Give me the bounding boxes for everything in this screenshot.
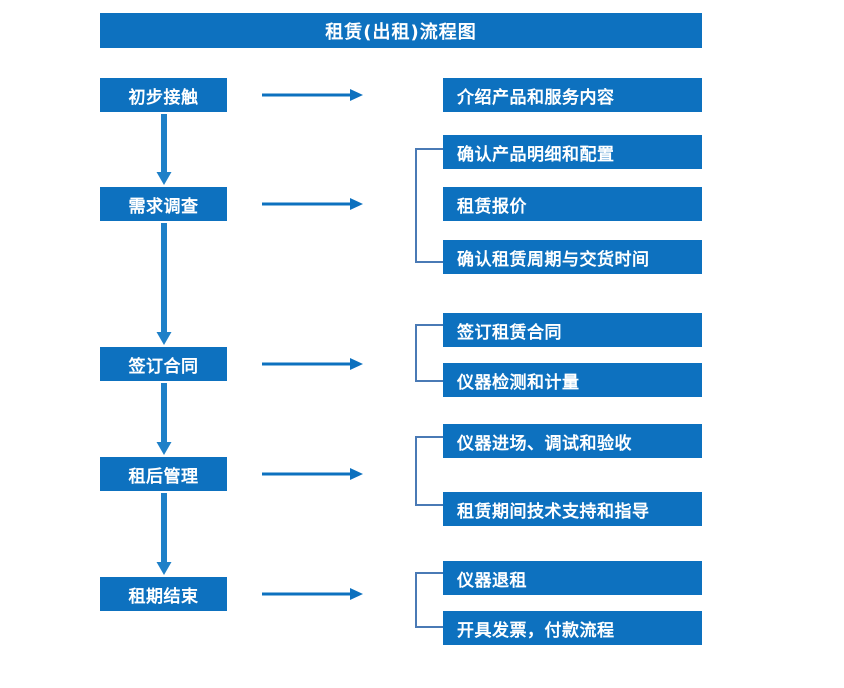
stage-box-post-rental-management[interactable]: 租后管理	[100, 457, 227, 491]
arrow-down-contract-to-management	[155, 383, 173, 455]
bracket-sign-contract-group	[414, 324, 444, 382]
stage-box-needs-survey[interactable]: 需求调查	[100, 187, 227, 221]
bracket-post-rental-group	[414, 436, 444, 506]
detail-box-confirm-period-delivery[interactable]: 确认租赁周期与交货时间	[443, 240, 702, 274]
arrow-right-sign-contract	[262, 357, 363, 371]
bracket-rental-end-group	[414, 572, 444, 628]
detail-box-rental-quotation[interactable]: 租赁报价	[443, 187, 702, 221]
detail-box-technical-support[interactable]: 租赁期间技术支持和指导	[443, 492, 702, 526]
arrow-right-post-rental-management	[262, 467, 363, 481]
arrow-down-contact-to-survey	[155, 114, 173, 185]
detail-box-sign-rental-contract[interactable]: 签订租赁合同	[443, 313, 702, 347]
stage-box-rental-end[interactable]: 租期结束	[100, 577, 227, 611]
detail-box-confirm-product-details[interactable]: 确认产品明细和配置	[443, 135, 702, 169]
bracket-needs-survey-group	[414, 148, 444, 263]
arrow-down-survey-to-contract	[155, 223, 173, 345]
stage-box-sign-contract[interactable]: 签订合同	[100, 347, 227, 381]
detail-box-invoice-payment[interactable]: 开具发票，付款流程	[443, 611, 702, 645]
arrow-right-needs-survey	[262, 197, 363, 211]
arrow-down-management-to-end	[155, 493, 173, 575]
detail-box-introduce-products[interactable]: 介绍产品和服务内容	[443, 78, 702, 112]
arrow-right-initial-contact	[262, 88, 363, 102]
detail-box-instrument-entry-commissioning[interactable]: 仪器进场、调试和验收	[443, 424, 702, 458]
detail-box-instrument-inspection[interactable]: 仪器检测和计量	[443, 363, 702, 397]
arrow-right-rental-end	[262, 587, 363, 601]
stage-box-initial-contact[interactable]: 初步接触	[100, 78, 227, 112]
diagram-title-banner: 租赁(出租)流程图	[100, 13, 702, 48]
detail-box-instrument-return[interactable]: 仪器退租	[443, 561, 702, 595]
